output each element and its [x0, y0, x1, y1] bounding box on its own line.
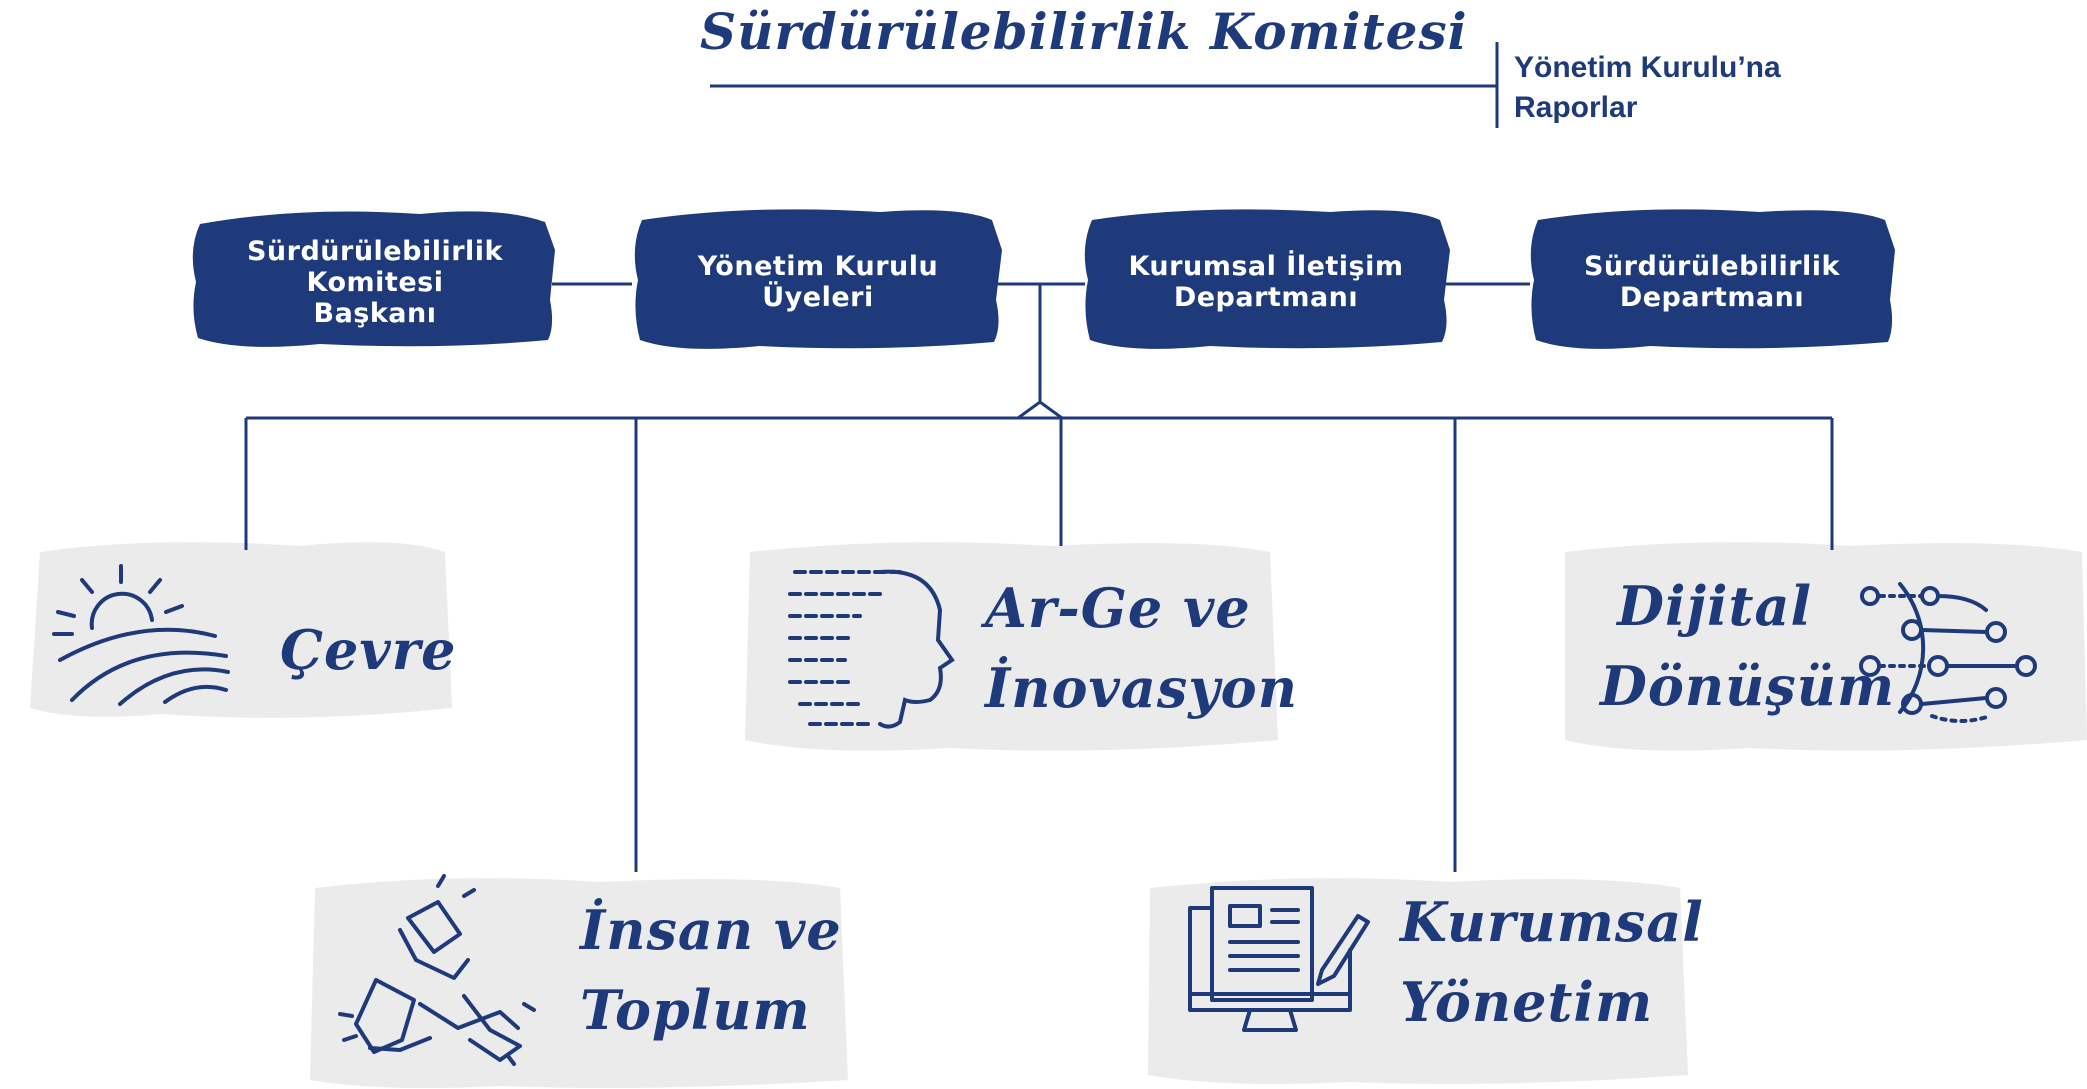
pillar-cevre: Çevre — [280, 600, 457, 700]
reports-to-label: Yönetim Kurulu’na Raporlar — [1514, 48, 1874, 128]
pillar-bg-kurumsal — [1148, 878, 1688, 1084]
joined-hands-icon — [338, 874, 536, 1066]
pillar-label-line: Yönetim — [1400, 970, 1654, 1034]
circuit-icon — [1859, 582, 2037, 723]
pillar-label-line: Dönüşüm — [1600, 654, 1896, 718]
pillar-label-line: İnovasyon — [985, 656, 1298, 720]
member-label-line: Departmanı — [1619, 282, 1805, 313]
member-committee-chair: Sürdürülebilirlik Komitesi Başkanı — [205, 226, 545, 338]
pillar-kurumsal: Kurumsal Yönetim — [1400, 882, 1704, 1042]
member-label-line: Sürdürülebilirlik — [246, 235, 503, 267]
member-label-line: Kurumsal İletişim — [1128, 251, 1404, 282]
pillar-label-line: Kurumsal — [1400, 890, 1704, 954]
pillar-label-line: Toplum — [580, 978, 811, 1042]
member-boxes — [192, 209, 1895, 349]
pillar-dijital: Dijital Dönüşüm — [1600, 566, 1896, 726]
committee-title: Sürdürülebilirlik Komitesi — [700, 2, 1468, 61]
member-sustainability-department: Sürdürülebilirlik Departmanı — [1542, 226, 1882, 338]
pillar-insan: İnsan ve Toplum — [580, 890, 842, 1050]
member-label-line: Yönetim Kurulu — [697, 251, 939, 282]
member-label-line: Üyeleri — [762, 282, 874, 313]
connectors — [244, 42, 1834, 872]
member-label-line: Departmanı — [1173, 282, 1359, 313]
member-box-bg — [1084, 209, 1450, 349]
member-label-line: Sürdürülebilirlik — [1583, 251, 1840, 282]
pillar-arge: Ar-Ge ve İnovasyon — [985, 568, 1298, 728]
reports-to-line: Raporlar — [1514, 91, 1638, 124]
reports-to-line: Yönetim Kurulu’na — [1514, 51, 1781, 84]
member-label-line: Komitesi — [306, 266, 444, 298]
pillar-bg-cevre — [30, 542, 452, 718]
member-board-members: Yönetim Kurulu Üyeleri — [648, 226, 988, 338]
branch-junction — [1017, 400, 1063, 420]
member-corporate-communications: Kurumsal İletişim Departmanı — [1096, 226, 1436, 338]
monitor-document-icon — [1188, 886, 1370, 1032]
member-box-bg — [634, 209, 1002, 349]
sun-landscape-icon — [52, 564, 230, 706]
pillar-label-line: İnsan ve — [580, 898, 842, 962]
pillar-label-line: Ar-Ge ve — [985, 576, 1251, 640]
pillar-bg-insan — [310, 878, 848, 1088]
pillar-label-line: Çevre — [280, 618, 457, 682]
pillar-label-line: Dijital — [1617, 574, 1812, 638]
member-box-bg — [192, 211, 556, 347]
member-label-line: Başkanı — [313, 297, 437, 329]
pillar-bg-dijital — [1565, 542, 2087, 751]
member-box-bg — [1530, 209, 1895, 349]
head-data-icon — [788, 569, 955, 729]
